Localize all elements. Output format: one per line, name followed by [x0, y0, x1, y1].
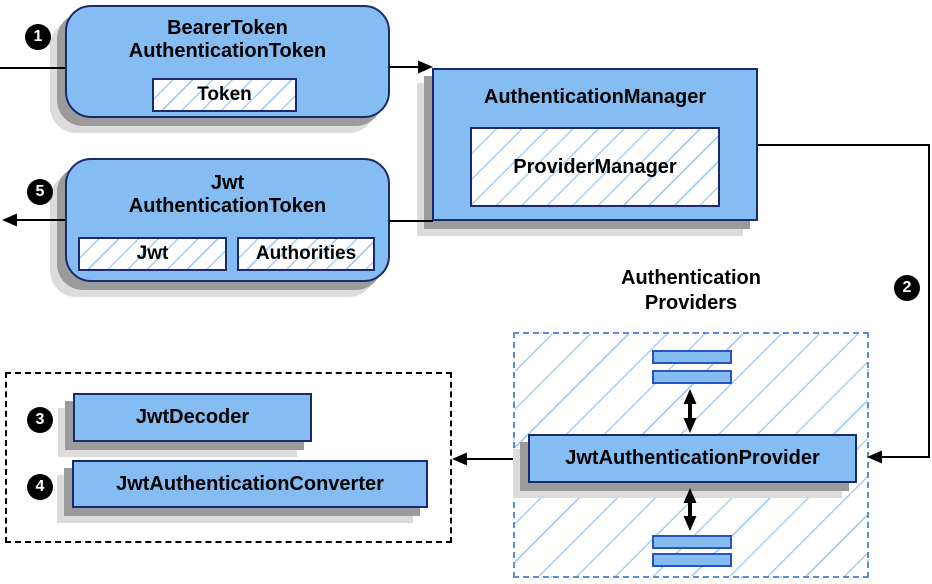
- jwt-token-outgoing-arrowhead: [2, 213, 17, 227]
- jwt-authentication-provider-label: JwtAuthenticationProvider: [565, 447, 820, 469]
- jwt-decoder-box: JwtDecoder: [73, 393, 312, 442]
- token-to-manager-arrowhead: [418, 60, 433, 74]
- jwt-authentication-token-box: Jwt AuthenticationToken Jwt Authorities: [65, 158, 390, 282]
- authentication-manager-box: AuthenticationManager ProviderManager: [432, 68, 758, 221]
- provider-stack-bar-top-2: [652, 370, 732, 384]
- bearer-token-authentication-token-box: BearerToken AuthenticationToken Token: [65, 5, 390, 118]
- jwt-field: Jwt: [78, 237, 227, 271]
- step-3-marker: 3: [27, 407, 53, 433]
- bearer-token-title-line1: BearerToken: [167, 17, 288, 39]
- authorities-field-label: Authorities: [255, 243, 357, 264]
- authentication-manager-title: AuthenticationManager: [483, 86, 707, 108]
- jwt-field-label: Jwt: [136, 243, 169, 264]
- step-2-marker: 2: [894, 275, 920, 301]
- step-1-marker: 1: [25, 24, 51, 50]
- authentication-providers-title-line1: Authentication: [621, 267, 761, 289]
- jwt-token-title-line2: AuthenticationToken: [128, 195, 327, 217]
- manager-to-provider-arrowhead: [867, 450, 882, 464]
- step-4-marker: 4: [27, 474, 53, 500]
- authentication-providers-title-line2: Providers: [644, 292, 738, 314]
- decoder-converter-group-box: [5, 372, 452, 543]
- authorities-field: Authorities: [237, 237, 375, 271]
- provider-stack-bar-bottom-2: [652, 553, 732, 567]
- provider-manager-box: ProviderManager: [470, 127, 720, 207]
- jwt-authentication-provider-box: JwtAuthenticationProvider: [528, 434, 857, 483]
- provider-stack-bar-bottom-1: [652, 535, 732, 549]
- jwt-token-title-line1: Jwt: [210, 172, 245, 194]
- authentication-providers-title: Authentication Providers: [513, 266, 869, 316]
- token-field-label: Token: [197, 84, 252, 105]
- step-5-marker: 5: [27, 179, 53, 205]
- provider-stack-bar-top-1: [652, 350, 732, 364]
- jwt-authentication-converter-box: JwtAuthenticationConverter: [72, 460, 428, 508]
- token-field: Token: [152, 78, 297, 112]
- provider-manager-label: ProviderManager: [513, 155, 677, 178]
- jwt-decoder-label: JwtDecoder: [135, 406, 250, 428]
- bearer-token-title-line2: AuthenticationToken: [128, 40, 327, 62]
- jwt-authentication-converter-label: JwtAuthenticationConverter: [116, 472, 384, 495]
- provider-to-decoders-arrowhead: [452, 452, 467, 466]
